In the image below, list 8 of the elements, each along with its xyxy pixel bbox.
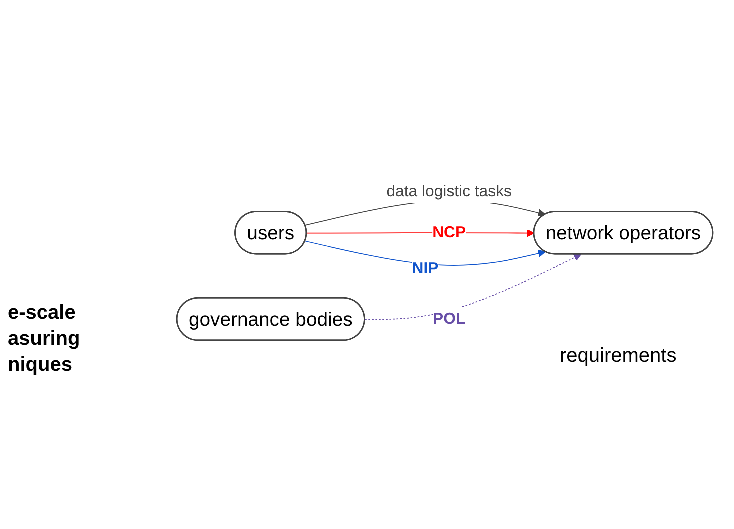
edge-label: POL bbox=[433, 310, 466, 328]
arrow bbox=[364, 254, 582, 320]
side-note: e-scale asuring niques bbox=[8, 301, 82, 378]
edge-label: data logistic tasks bbox=[386, 182, 512, 200]
edge-label: NIP bbox=[412, 260, 439, 278]
annotation-text: requirements bbox=[560, 345, 677, 368]
edge-label: NCP bbox=[432, 224, 466, 242]
arrow bbox=[304, 240, 546, 266]
